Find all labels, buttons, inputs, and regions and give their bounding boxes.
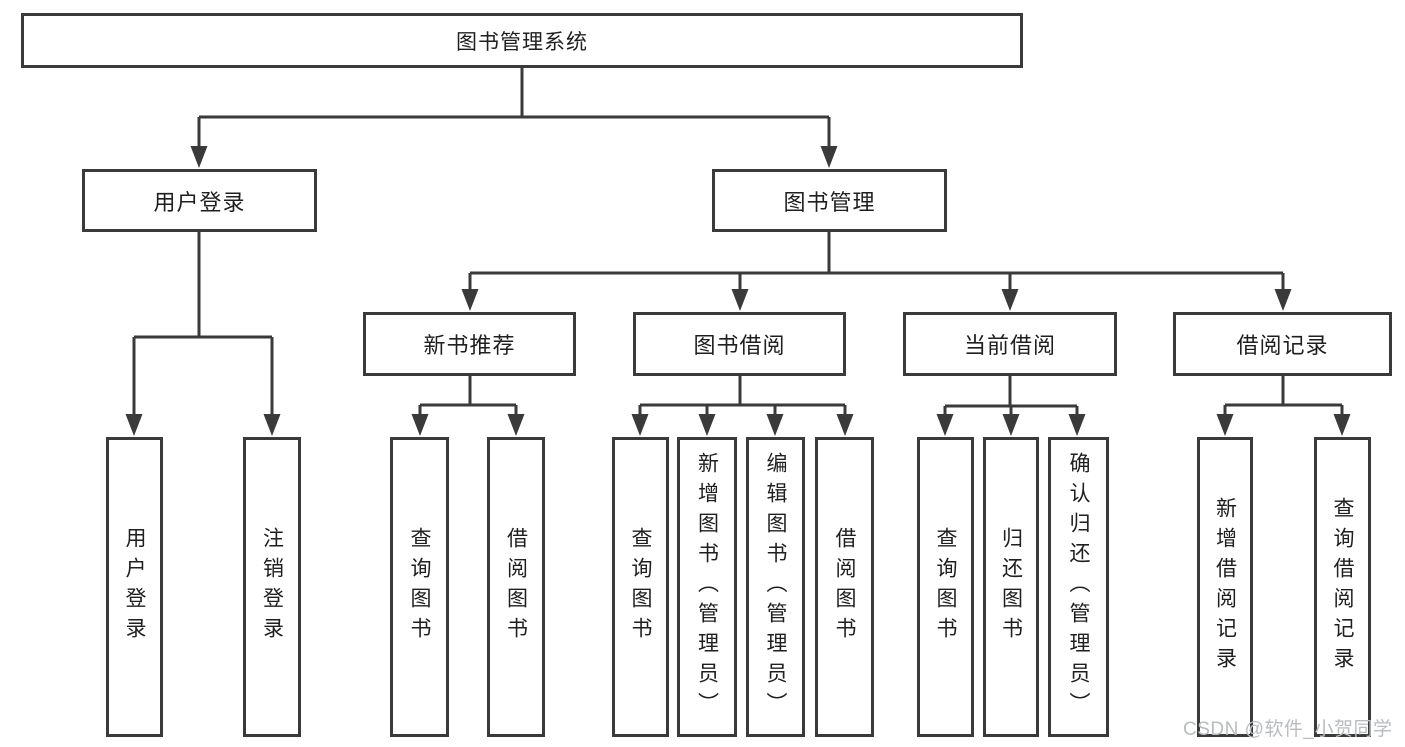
node-label: 新增借阅记录 — [1213, 497, 1237, 677]
node-label: 确认归还（管理员） — [1067, 452, 1090, 722]
node-new-book-recommendation: 新书推荐 — [363, 312, 576, 376]
node-borrowing-records: 借阅记录 — [1173, 312, 1392, 376]
node-recommend-borrow-books: 借阅图书 — [487, 437, 545, 737]
node-label: 查询借阅记录 — [1331, 497, 1354, 677]
node-label: 借阅图书 — [504, 527, 528, 647]
node-edit-books-admin: 编辑图书（管理员） — [746, 437, 805, 737]
csdn-watermark: CSDN @软件_小贺同学 — [1183, 719, 1393, 740]
node-book-management: 图书管理 — [712, 169, 947, 232]
node-label: 查询图书 — [934, 527, 957, 647]
node-add-borrow-record: 新增借阅记录 — [1197, 437, 1253, 737]
node-user-login-action: 用户登录 — [106, 437, 163, 737]
node-label: 编辑图书（管理员） — [764, 452, 787, 722]
node-logout-action: 注销登录 — [243, 437, 301, 737]
node-add-books-admin: 新增图书（管理员） — [677, 437, 737, 737]
node-borrow-search-books: 查询图书 — [612, 437, 669, 737]
node-confirm-return-admin: 确认归还（管理员） — [1048, 437, 1109, 737]
node-label: 新增图书（管理员） — [695, 452, 719, 722]
node-current-search-books: 查询图书 — [917, 437, 974, 737]
node-label: 用户登录 — [123, 527, 146, 647]
node-book-borrowing: 图书借阅 — [633, 312, 846, 376]
node-recommend-search-books: 查询图书 — [390, 437, 449, 737]
node-label: 查询图书 — [629, 527, 652, 647]
node-label: 注销登录 — [260, 527, 284, 647]
node-label: 查询图书 — [408, 527, 431, 647]
node-label: 归还图书 — [999, 527, 1023, 647]
node-return-books: 归还图书 — [983, 437, 1039, 737]
node-search-borrow-record: 查询借阅记录 — [1314, 437, 1371, 737]
node-borrow-books: 借阅图书 — [815, 437, 874, 737]
node-label: 借阅图书 — [833, 527, 856, 647]
node-current-borrowing: 当前借阅 — [903, 312, 1117, 376]
node-root-system: 图书管理系统 — [21, 13, 1023, 68]
node-user-login: 用户登录 — [82, 169, 317, 232]
